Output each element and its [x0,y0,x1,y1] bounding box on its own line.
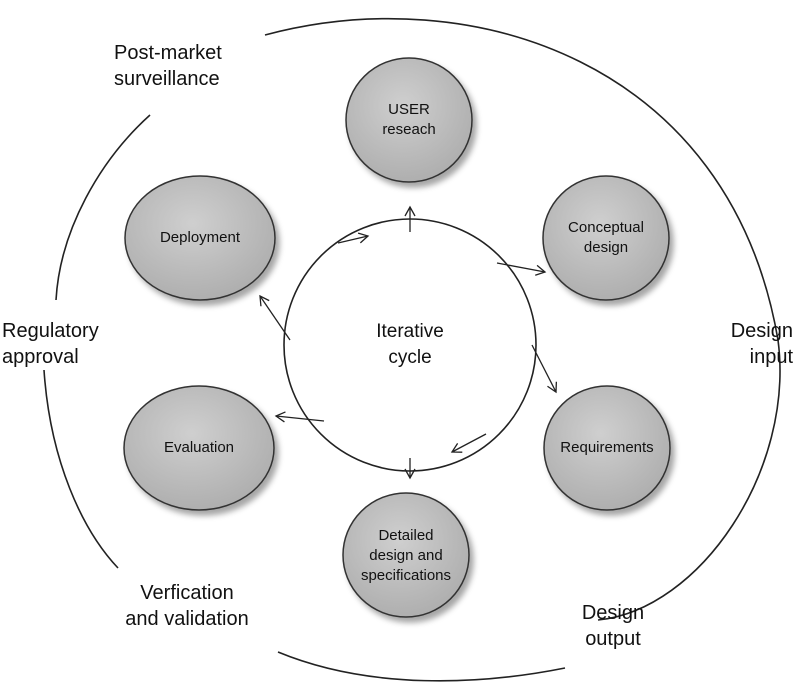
requirements-label: Requirements [560,438,654,456]
outer-arc-left [55,114,151,301]
evaluation-label: Evaluation [163,438,235,456]
node-requirements [543,385,671,511]
phase-design-output: Design output [581,602,645,650]
phase-regulatory-approval: Regulatory approval [2,320,99,368]
arrow-to-conceptual-design [496,262,547,276]
outer-arc-lower-left [43,369,119,569]
phase-post-market-surveillance: Post-market surveillance [114,42,222,90]
node-deployment [124,175,276,301]
deployment-label: Deployment [159,228,241,246]
arrow-to-deployment [259,294,291,341]
outer-arc-top-right [264,18,781,621]
cycle-arrow-bottom [450,433,487,453]
phase-design-input: Design input [730,320,793,368]
arrow-to-evaluation [274,411,325,423]
node-conceptual-design [542,175,670,301]
outer-arc-bottom [277,651,566,682]
phase-verification-validation: Verfication and validation [125,582,249,630]
arrow-to-requirements [531,344,558,394]
cycle-arrow-top [337,232,370,244]
conceptual-design-label: Conceptual design [568,218,644,256]
detailed-design-label: Detailed design and specifications [360,526,452,585]
iterative-cycle-label: Iterative cycle [376,321,444,368]
node-evaluation [123,385,275,511]
user-research-label: USER reseach [382,100,436,138]
node-detailed-design [342,492,470,618]
node-user-research [345,57,473,183]
